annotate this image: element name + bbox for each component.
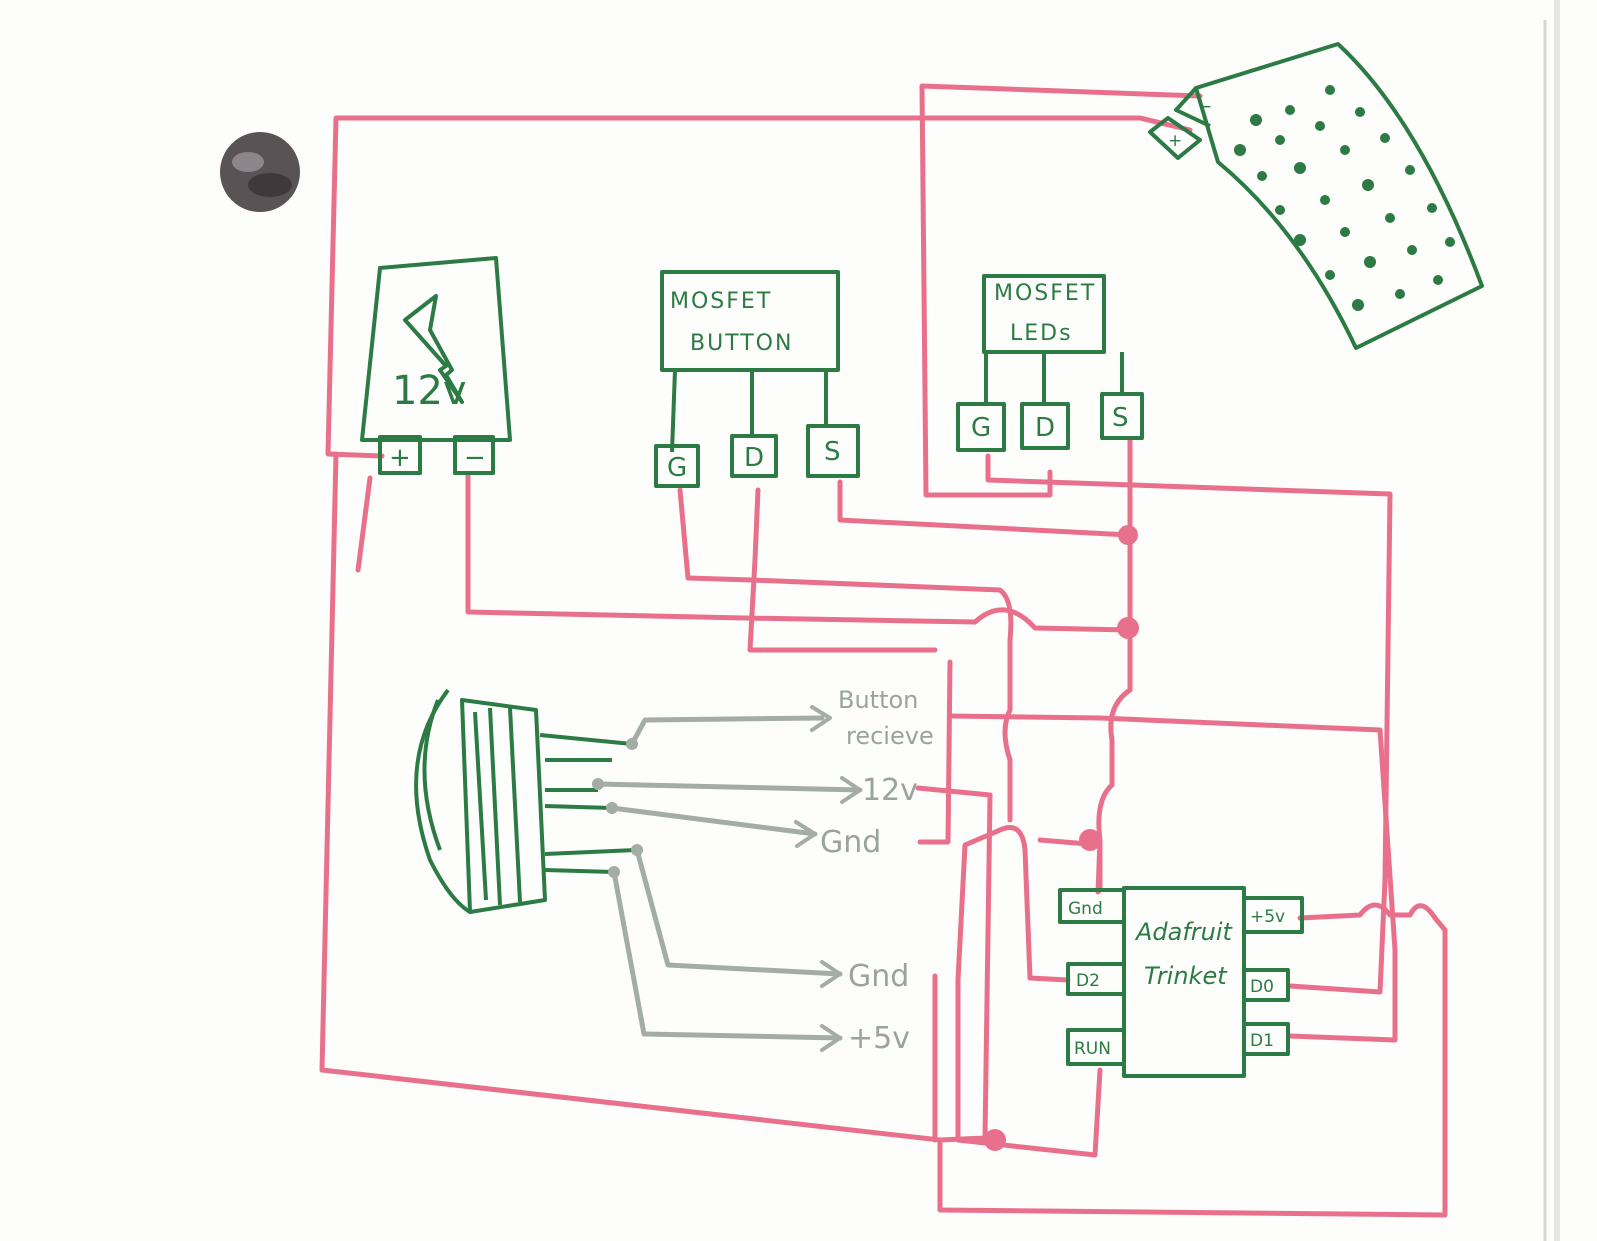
trinket-d1-pin [1242,1022,1290,1056]
gray-wire-recieve [629,715,825,747]
arrow-heads [794,705,862,1052]
mosfet-button-d-label: D [744,443,764,473]
junction-dot [1079,829,1101,851]
arrow-icon [820,1024,842,1052]
trinket-gnd-label: Gnd [1068,899,1103,919]
mosfet-leds-d-label: D [1035,413,1055,443]
wire-gnd-bus [742,615,978,625]
gray-wire-gnd2 [634,847,843,977]
wire-button-source [837,479,1133,538]
mosfet-leds-s-label: S [1112,403,1129,433]
trinket-model: Trinket [1144,962,1228,990]
mosfet-button-g-pin [654,444,700,488]
mosfet-leds-s-pin [1100,392,1144,440]
trinket-d0-pin [1242,968,1290,1002]
mosfet-leds-title: MOSFET [994,281,1096,306]
wire-d2 [955,825,1071,1143]
wire-button-gate [677,487,755,583]
wire-led-gate [985,453,1393,883]
button-12v-label: 12v [862,773,918,808]
psu-plus-label: + [389,443,411,473]
arrow-icon [810,705,832,732]
wire-button-drain-hop [749,577,1014,823]
junction-dot [1118,525,1138,545]
led-strip [1148,42,1484,350]
button-recieve-line2: recieve [846,722,934,750]
mosfet-button-s-label: S [824,437,841,467]
mosfet-button-title: MOSFET [670,289,772,314]
trinket-run-pin [1066,1028,1126,1066]
arrow-icon [840,776,862,804]
wire-led-drain-loop [919,83,1203,498]
wire-trinket-gnd [1037,837,1103,893]
psu-voltage-label: 12v [392,368,467,414]
button-recieve-label: Button recieve [838,686,934,750]
gray-wire-12v [595,781,863,793]
psu-plus-terminal [378,435,422,475]
trinket-d0-label: D0 [1250,977,1274,997]
psu-minus-terminal [453,435,495,475]
wire-gnd-bus-hop [972,607,1133,633]
trinket-5v-label: +5v [1250,907,1285,927]
wire-trinket-d0 [1287,877,1388,995]
wire-button-gnd [917,659,953,845]
trinket-d2-pin [1066,962,1126,996]
wire-button-drain [747,487,938,653]
gray-wire-5v [611,869,843,1041]
mosfet-button-s-pin [806,424,860,478]
wire-bottom-return [319,451,943,1143]
led-dots [1234,85,1455,311]
trinket-run-label: RUN [1074,1039,1111,1059]
trinket-name: Adafruit [1134,918,1234,946]
trinket-d1-label: D1 [1250,1031,1274,1051]
mosfet-leds-d-pin [1020,402,1070,450]
junction-dot [1117,617,1139,639]
wire-button-recieve [947,713,1398,953]
gray-wire-gnd [609,805,818,837]
mosfet-button-subtitle: BUTTON [690,331,793,356]
wire-run-link [955,1067,1103,1158]
button-recieve-line1: Button [838,686,918,714]
button-gnd-label: Gnd [820,825,881,860]
push-button-icon [414,688,638,914]
mosfet-button-d-pin [730,434,778,478]
led-strip-minus-label: − [1198,97,1212,117]
wire-trinket-d1 [1287,947,1398,1043]
button-5v-label: +5v [848,1021,910,1056]
magnet-icon [220,132,300,212]
arrow-icon [794,820,817,848]
lightning-bolt-icon [403,294,464,404]
led-strip-plus-label: + [1168,131,1182,151]
wire-button-12v [915,785,993,1141]
trinket-gnd-pin [1058,888,1126,924]
trinket-d2-label: D2 [1076,971,1100,991]
wire-source-bus-hop [1095,687,1133,895]
wire-trinket-5v [937,902,1448,1218]
mosfet-button-g-label: G [667,453,687,483]
mosfet-leds-g-label: G [971,413,991,443]
wire-psu-plus-down [355,475,373,573]
wire-psu-minus-down [465,473,748,621]
mosfet-button-gate-leg [670,369,677,453]
gray-wire-ends [592,738,643,878]
psu-minus-label: − [464,443,486,473]
trinket-5v-pin [1242,896,1304,934]
button-gnd2-label: Gnd [848,959,909,994]
arrow-icon [820,960,842,988]
junction-dot [984,1129,1006,1151]
power-supply-body [360,256,512,442]
junction-dots [984,525,1139,1151]
mosfet-leds-subtitle: LEDs [1010,321,1073,346]
wire-12v-top [325,115,1193,459]
mosfet-leds-g-pin [956,402,1006,452]
